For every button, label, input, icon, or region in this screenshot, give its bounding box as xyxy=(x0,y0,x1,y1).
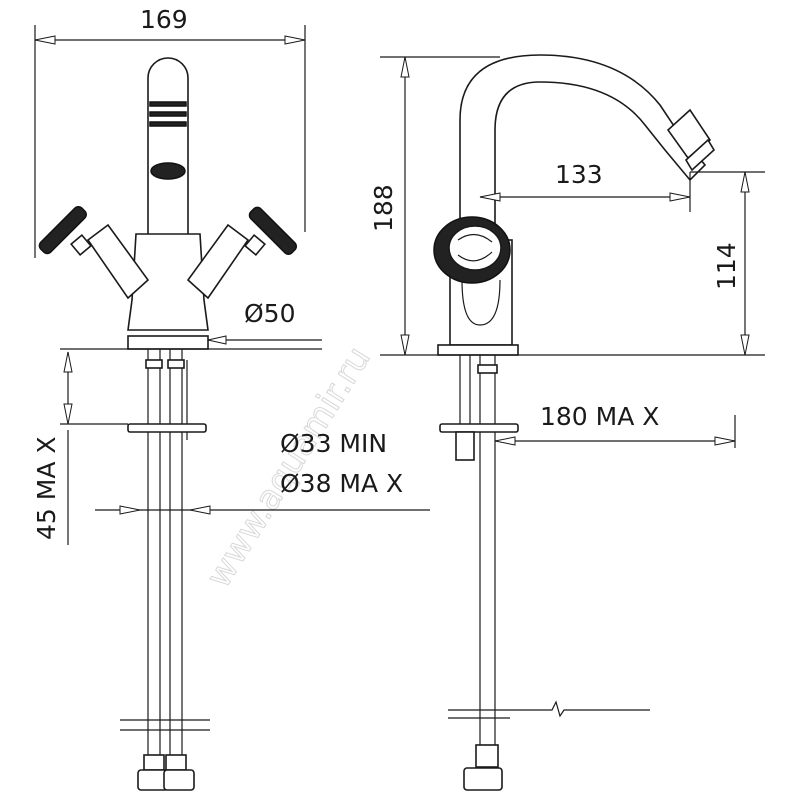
spout-front xyxy=(147,57,189,237)
side-view: 188 133 114 180 MA X xyxy=(369,54,765,791)
hose-length-label: 180 MA X xyxy=(540,402,659,431)
outlet-height-label: 114 xyxy=(712,242,741,290)
front-view: Ø50 45 MA X Ø33 MIN Ø38 MA X 169 xyxy=(32,5,430,791)
width-label: 169 xyxy=(140,5,188,34)
hole-max-label: Ø38 MA X xyxy=(280,469,403,498)
body-front xyxy=(127,233,209,331)
spout-side xyxy=(459,54,707,241)
height-label: 188 xyxy=(369,184,398,232)
aerator xyxy=(150,162,186,180)
watermark: www.aquamir.ru xyxy=(199,340,379,595)
deck-thickness-label: 45 MA X xyxy=(32,436,61,540)
reach-label: 133 xyxy=(555,160,603,189)
handle-left xyxy=(38,205,87,255)
hole-min-label: Ø33 MIN xyxy=(280,429,387,458)
base-diameter-label: Ø50 xyxy=(244,299,296,328)
handle-right xyxy=(248,206,298,255)
